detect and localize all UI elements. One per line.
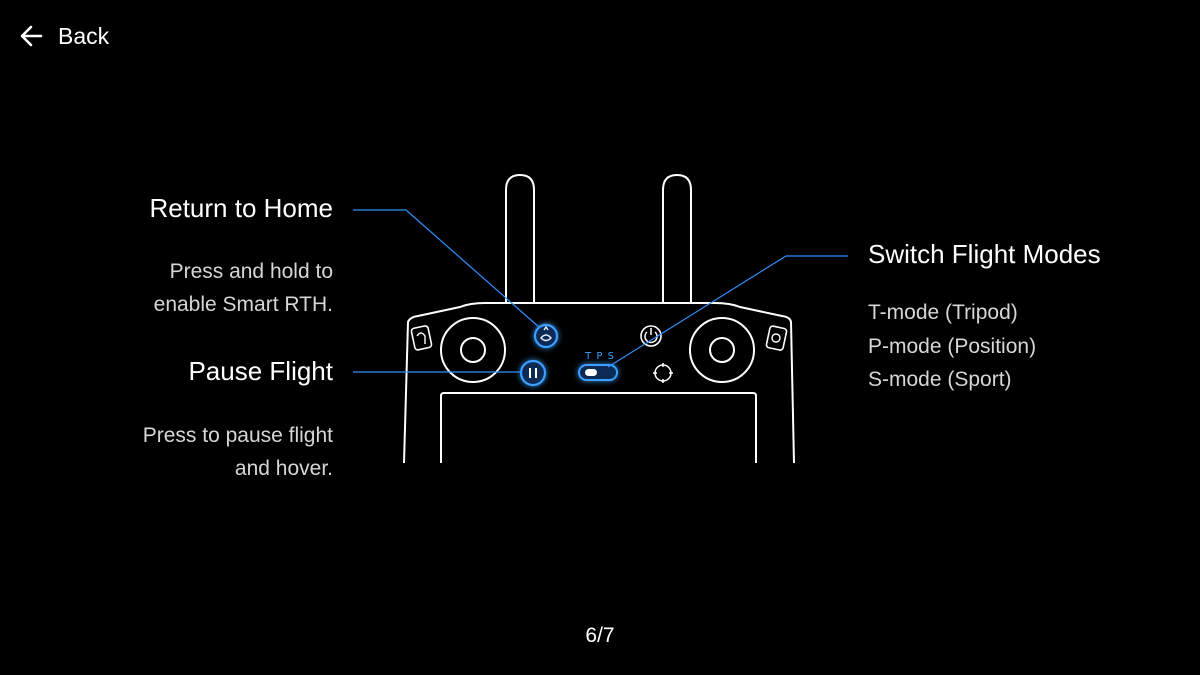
power-icon	[640, 325, 662, 347]
return-to-home-description: Press and hold to enable Smart RTH.	[154, 255, 333, 321]
left-control-stick	[440, 317, 506, 383]
flight-mode-item: S-mode (Sport)	[868, 368, 1012, 391]
description-line: enable Smart RTH.	[153, 293, 333, 316]
flight-mode-switch-label: T P S	[584, 351, 615, 362]
return-to-home-button-icon	[533, 323, 559, 349]
controller-screen	[440, 392, 757, 463]
controller-body	[403, 302, 795, 464]
page-indicator: 6/7	[585, 624, 615, 647]
pause-flight-title: Pause Flight	[188, 356, 333, 386]
switch-flight-modes-title: Switch Flight Modes	[868, 239, 1101, 269]
pause-button-icon	[519, 359, 547, 387]
description-line: Press to pause flight	[142, 424, 333, 447]
back-label: Back	[58, 22, 110, 49]
description-line: and hover.	[234, 457, 333, 480]
pause-flight-description: Press to pause flight and hover.	[143, 419, 333, 485]
arrow-left-icon	[20, 25, 43, 47]
right-shoulder-icon	[765, 325, 788, 351]
rth-leader-line	[353, 209, 541, 329]
flight-modes-list: T-mode (Tripod) P-mode (Position) S-mode…	[868, 296, 1036, 397]
right-control-stick	[689, 317, 755, 383]
description-line: Press and hold to	[169, 260, 333, 283]
return-to-home-title: Return to Home	[149, 193, 333, 223]
right-antenna	[662, 173, 692, 302]
flight-mode-item: P-mode (Position)	[868, 334, 1037, 358]
mode-switch-leader-line	[607, 255, 848, 368]
five-dimension-button-icon	[653, 363, 673, 383]
back-button[interactable]: Back	[18, 20, 109, 52]
flight-mode-switch-icon	[578, 364, 618, 381]
left-shoulder-icon	[410, 325, 433, 351]
left-antenna	[505, 173, 535, 302]
flight-mode-item: T-mode (Tripod)	[868, 301, 1018, 324]
